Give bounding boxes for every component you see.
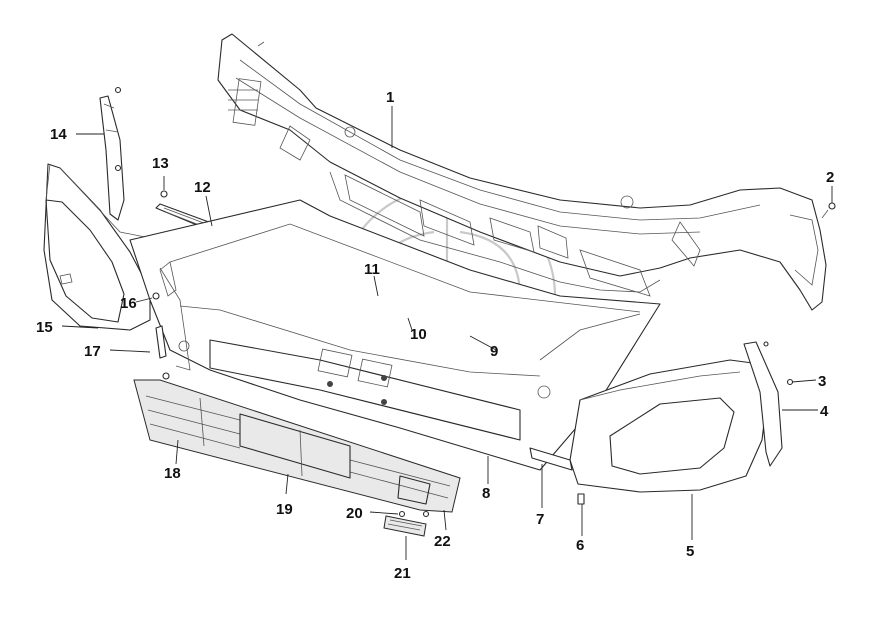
label-16: 16 [120, 295, 137, 312]
lower-grille [133, 379, 461, 513]
label-3: 3 [818, 373, 826, 390]
label-4: 4 [820, 403, 829, 420]
label-21: 21 [394, 565, 411, 582]
left-bracket-14 [99, 86, 125, 221]
label-6: 6 [576, 537, 584, 554]
label-11: 11 [364, 261, 380, 278]
bracket-17 [155, 325, 170, 380]
label-13: 13 [152, 155, 169, 172]
right-bumper-end-cap [569, 359, 769, 493]
label-15: 15 [36, 319, 53, 336]
main-bumper-cover [129, 199, 661, 471]
label-14: 14 [50, 126, 67, 143]
label-7: 7 [536, 511, 544, 528]
label-18: 18 [164, 465, 181, 482]
bracket-7 [529, 447, 573, 471]
label-12: 12 [194, 179, 211, 196]
part-number-labels: 1 2 3 4 5 6 7 8 9 10 11 12 13 14 15 16 1… [36, 89, 834, 582]
label-9: 9 [490, 343, 498, 360]
label-19: 19 [276, 501, 293, 518]
clip-16 [152, 292, 160, 300]
label-2: 2 [826, 169, 834, 186]
clip-6 [577, 493, 585, 505]
label-17: 17 [84, 343, 101, 360]
small-grille-21 [383, 515, 427, 537]
label-1: 1 [386, 89, 394, 106]
label-22: 22 [434, 533, 451, 550]
screw-20 [398, 510, 430, 518]
bumper-beam-frame [217, 33, 827, 311]
label-10: 10 [410, 326, 427, 343]
leader-lines [61, 106, 833, 560]
label-20: 20 [346, 505, 363, 522]
label-5: 5 [686, 543, 694, 560]
label-8: 8 [482, 485, 490, 502]
left-bumper-end-cap [43, 163, 161, 331]
bolt-2 [821, 202, 836, 219]
